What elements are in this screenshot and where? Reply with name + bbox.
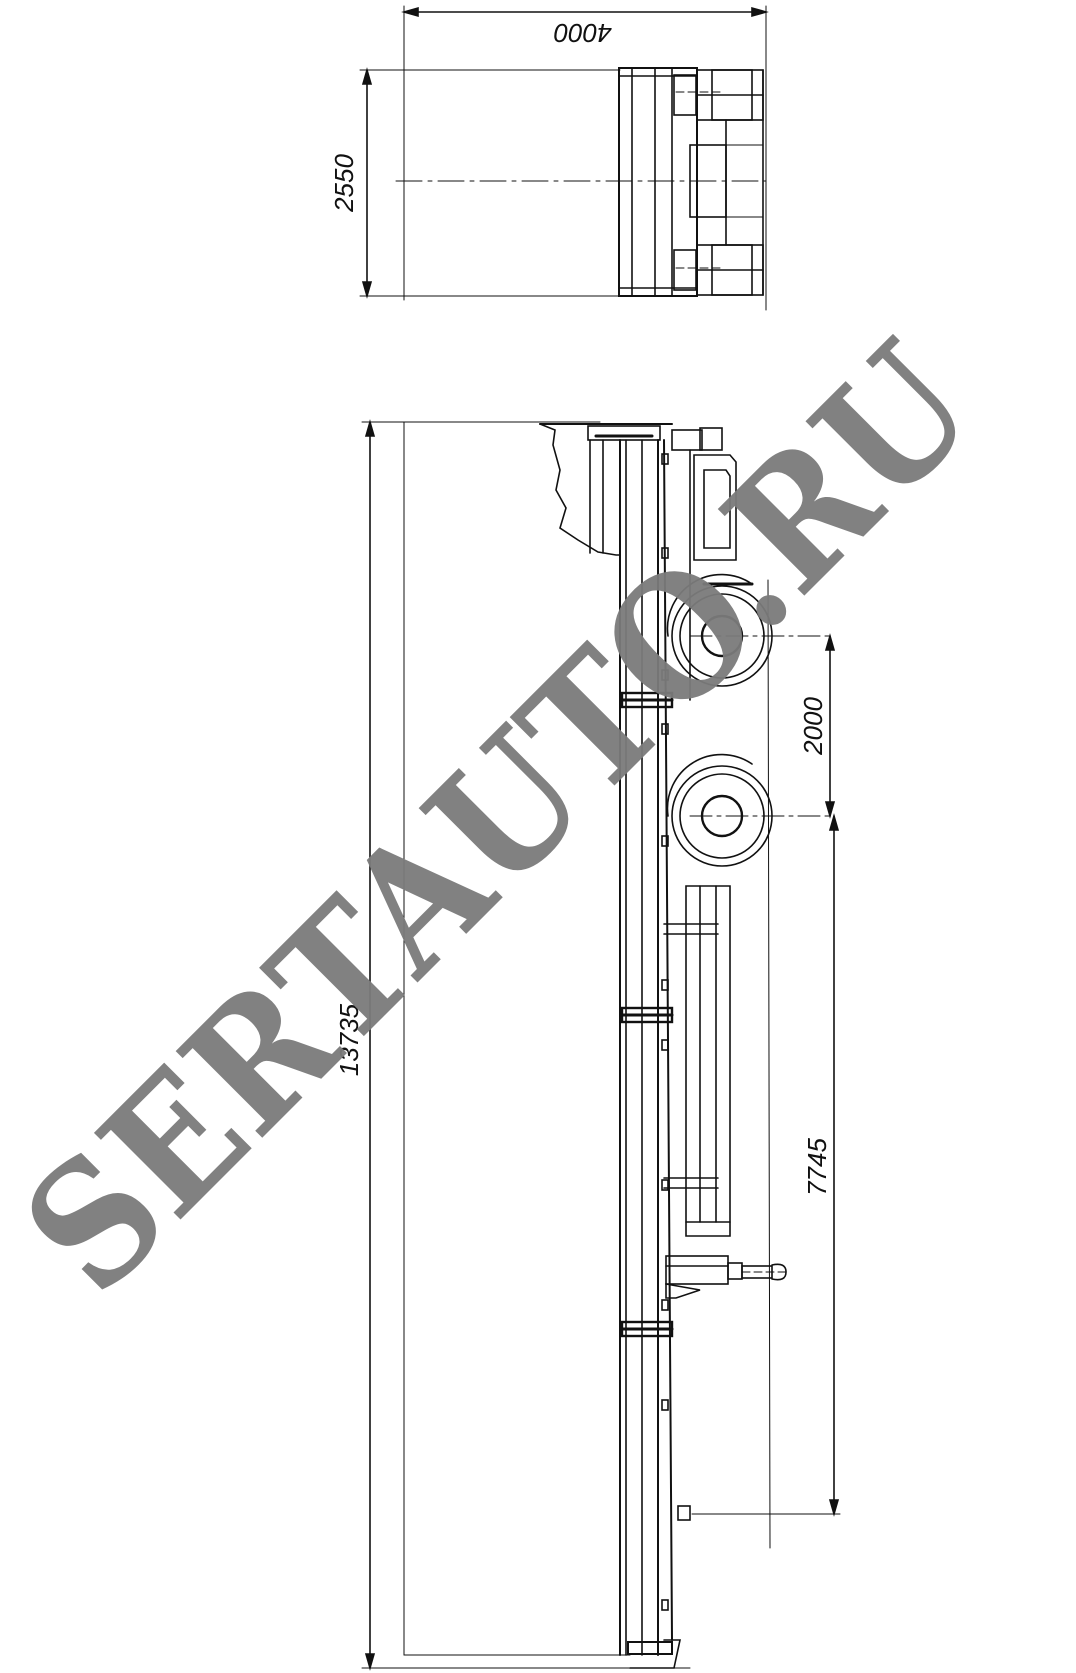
dim-overall-length: 13735 xyxy=(334,1003,364,1076)
side-view xyxy=(361,419,841,1671)
top-view xyxy=(359,5,769,311)
dimension-labels: 4000 2550 13735 2000 7745 xyxy=(329,18,832,1196)
dim-length-top: 4000 xyxy=(554,18,612,48)
dim-axle-spacing: 2000 xyxy=(798,697,828,756)
watermark: SERTAUTO.RU xyxy=(0,306,1010,1330)
dim-width-top: 2550 xyxy=(329,154,359,213)
dim-axle-to-rear: 7745 xyxy=(802,1138,832,1196)
